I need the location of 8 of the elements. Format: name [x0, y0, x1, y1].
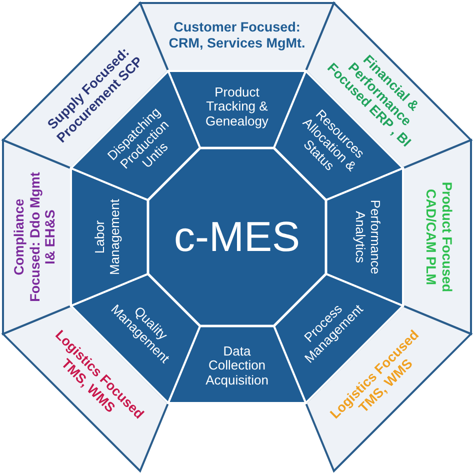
segment-label: Data Collection Acquisition: [196, 344, 278, 389]
segment-label: Labor Management: [92, 195, 122, 279]
segment-label: Performance Analytics: [352, 195, 382, 279]
segment-label: Product Tracking & Genealogy: [195, 85, 279, 130]
segment-label: Compliance Focused: Ddo Mgmt I& EH&S: [12, 167, 58, 307]
center-title: c-MES: [157, 212, 317, 262]
segment-label: Customer Focused: CRM, Services MgMt.: [162, 19, 312, 51]
segment-label: Product Focused CAD/CAM PLM: [423, 178, 455, 296]
